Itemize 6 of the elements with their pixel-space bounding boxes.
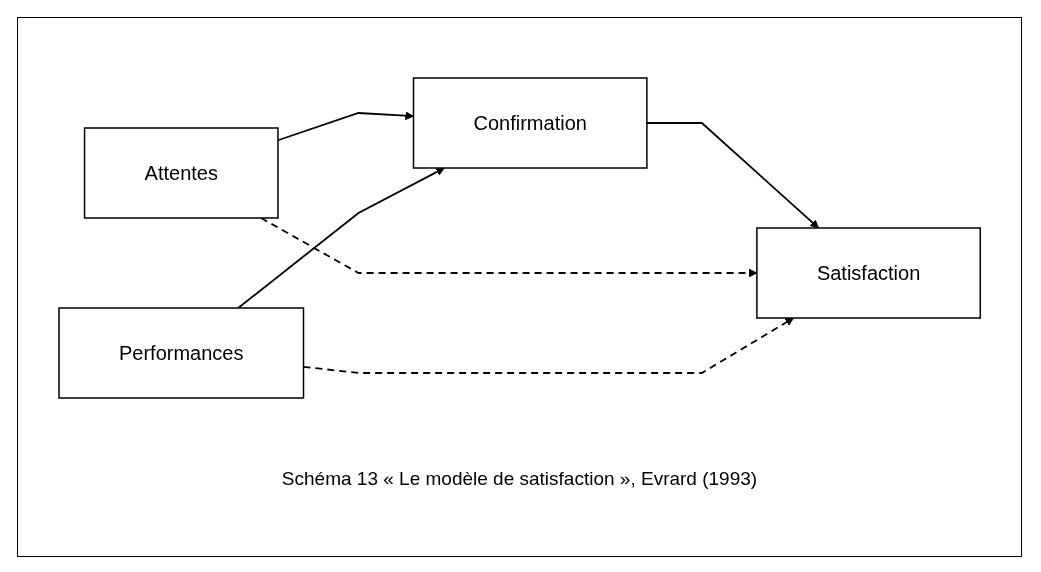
arrow xyxy=(237,167,445,309)
node-box: Performances xyxy=(58,307,305,399)
node-box: Satisfaction xyxy=(756,227,981,319)
node-box: Attentes xyxy=(83,127,279,219)
node-box: Confirmation xyxy=(412,77,648,169)
caption: Schéma 13 « Le modèle de satisfaction », Evrard (1993) xyxy=(281,468,758,490)
